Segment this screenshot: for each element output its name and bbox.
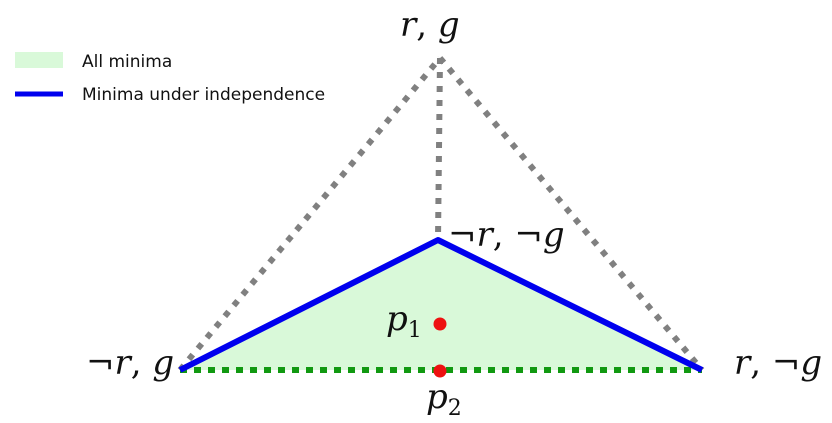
- point-label-p2: p2: [426, 377, 462, 421]
- dotted-edge-center: [435, 57, 443, 241]
- legend-label-independence: Minima under independence: [82, 85, 325, 105]
- dotted-edge-right: [437, 56, 705, 372]
- vertex-label-top: r, g: [400, 5, 460, 45]
- vertex-label-left: ¬r, g: [86, 343, 174, 383]
- legend-swatch-all-minima: [15, 52, 63, 68]
- point-p1-marker: [433, 317, 447, 331]
- legend-label-all-minima: All minima: [82, 52, 172, 72]
- point-label-p1: p1: [386, 299, 422, 343]
- vertex-label-center: ¬r, ¬g: [448, 215, 565, 255]
- legend: All minima Minima under independence: [15, 52, 325, 105]
- all-minima-region: [180, 240, 702, 370]
- point-p2-marker: [433, 364, 447, 378]
- vertex-label-right: r, ¬g: [734, 343, 822, 383]
- independence-curve: [178, 237, 704, 373]
- dotted-edge-left: [177, 56, 443, 372]
